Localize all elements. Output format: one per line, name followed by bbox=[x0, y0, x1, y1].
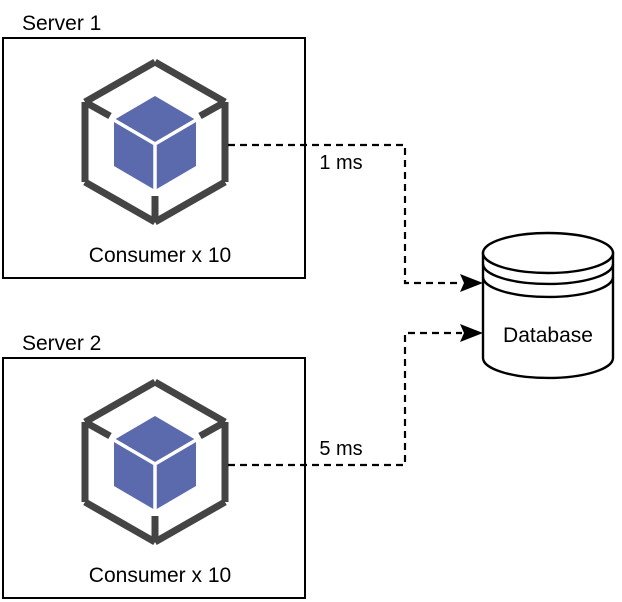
connector-server1-to-database[interactable]: 1 ms bbox=[228, 143, 483, 292]
connector-1-latency-label: 1 ms bbox=[319, 152, 362, 174]
cube-right-face bbox=[155, 120, 196, 190]
server-2-group[interactable]: Server 2 Consumer x 10 bbox=[2, 332, 306, 599]
server-2-title: Server 2 bbox=[22, 332, 101, 355]
database-ring-2 bbox=[481, 276, 615, 299]
connector-server2-to-database[interactable]: 5 ms bbox=[228, 324, 483, 467]
cube-icon bbox=[81, 378, 229, 546]
connector-2-arrowhead bbox=[460, 324, 483, 342]
database-cylinder-body bbox=[481, 251, 615, 380]
cube-right-face bbox=[155, 440, 196, 510]
database-ring-1 bbox=[481, 263, 615, 286]
connector-2-latency-label: 5 ms bbox=[319, 438, 362, 460]
server-1-group[interactable]: Server 1 bbox=[2, 12, 306, 279]
database-label: Database bbox=[503, 324, 593, 347]
cube-icon bbox=[81, 58, 229, 226]
server-1-component-label: Consumer x 10 bbox=[89, 244, 231, 267]
connector-2-path bbox=[228, 331, 462, 467]
database-node[interactable]: Database bbox=[481, 231, 615, 380]
server-1-title: Server 1 bbox=[22, 12, 101, 35]
connector-1-arrowhead bbox=[460, 274, 483, 292]
database-cylinder-top bbox=[481, 231, 615, 275]
cube-left-face bbox=[114, 440, 155, 510]
server-2-component-label: Consumer x 10 bbox=[89, 564, 231, 587]
cube-left-face bbox=[114, 120, 155, 190]
connector-1-path bbox=[228, 143, 462, 285]
